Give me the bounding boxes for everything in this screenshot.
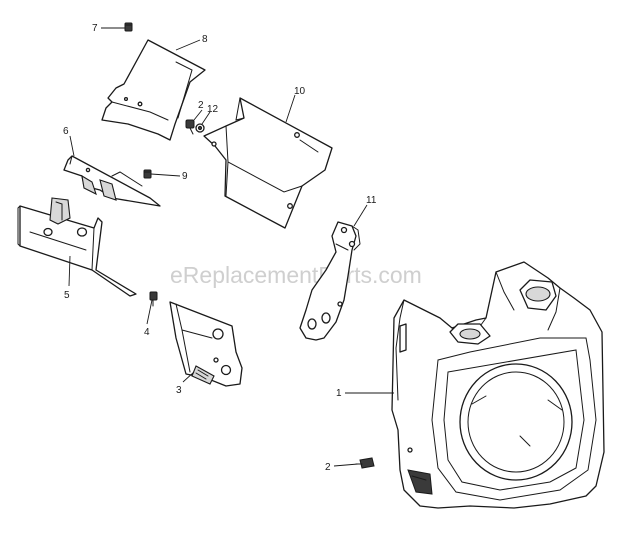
callout-5: 5 xyxy=(64,290,70,301)
part-6-bracket[interactable] xyxy=(63,155,161,207)
leader-lines xyxy=(68,27,394,467)
callout-4: 4 xyxy=(144,327,150,338)
callout-12: 12 xyxy=(207,104,219,115)
callout-6: 6 xyxy=(63,126,69,137)
part-1-blower-housing[interactable] xyxy=(391,261,605,509)
part-5-side-shield[interactable] xyxy=(17,197,137,297)
part-2-screw-lower[interactable] xyxy=(355,457,375,469)
callout-3: 3 xyxy=(176,385,182,396)
part-3-lower-bracket[interactable] xyxy=(169,301,243,387)
part-7-bolt[interactable] xyxy=(124,22,133,32)
callout-7: 7 xyxy=(92,23,98,34)
watermark-text: eReplacementParts.com xyxy=(170,262,422,288)
callout-labels: 7 8 10 2 12 6 9 5 4 3 11 1 2 xyxy=(63,23,377,473)
callout-1: 1 xyxy=(336,388,342,399)
callout-10: 10 xyxy=(294,86,306,97)
callout-9: 9 xyxy=(182,171,188,182)
part-9-screw[interactable] xyxy=(143,169,152,179)
part-11-curved-bracket[interactable] xyxy=(299,221,361,341)
part-8-upper-shield[interactable] xyxy=(101,39,206,141)
part-4-screw[interactable] xyxy=(149,291,158,307)
callout-8: 8 xyxy=(202,34,208,45)
callout-2-upper: 2 xyxy=(198,100,204,111)
callout-11: 11 xyxy=(366,195,377,206)
callout-2-lower: 2 xyxy=(325,462,331,473)
part-12-washer[interactable] xyxy=(195,123,205,133)
part-10-baffle[interactable] xyxy=(203,97,333,229)
part-2-screw-upper[interactable] xyxy=(185,119,195,135)
